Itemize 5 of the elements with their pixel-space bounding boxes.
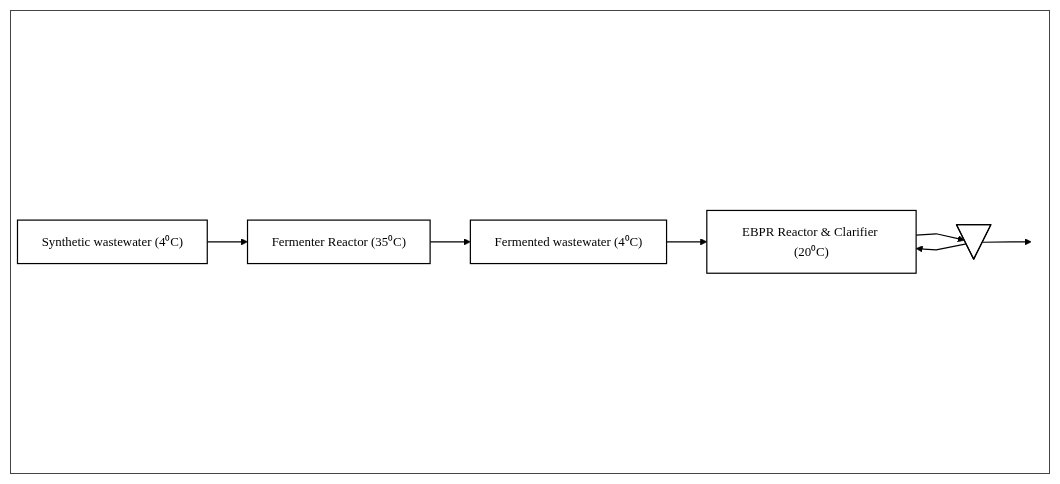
process-box: Fermented wastewater (4⁰C): [469, 219, 668, 265]
process-box: Fermenter Reactor (35⁰C): [246, 219, 431, 265]
arrow: [982, 238, 1032, 246]
process-box: EBPR Reactor & Clarifier (20⁰C): [706, 210, 917, 274]
process-box: Synthetic wastewater (4⁰C): [16, 219, 208, 265]
